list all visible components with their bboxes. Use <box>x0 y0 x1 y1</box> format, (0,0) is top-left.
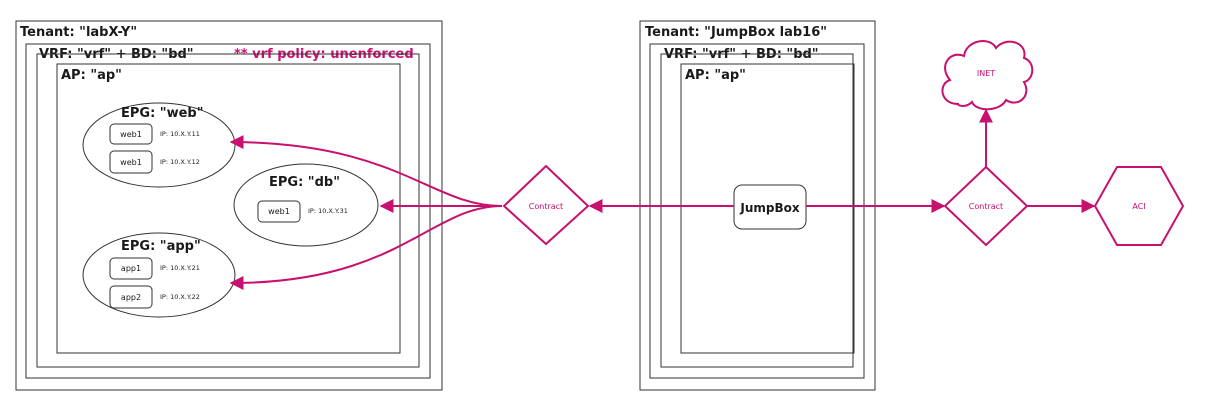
tenant-right-title: Tenant: "JumpBox lab16" <box>645 25 827 40</box>
vrf-inner-right-box <box>660 53 854 368</box>
link-contract-to-app <box>229 205 503 290</box>
node-app2-label: app2 <box>121 293 141 302</box>
epg-web-title: EPG: "web" <box>121 106 203 121</box>
node-web1-a-ip: IP: 10.X.Y.11 <box>160 130 200 138</box>
node-app1 <box>109 257 153 280</box>
node-db-web1-label: web1 <box>268 207 290 216</box>
ap-left-title: AP: "ap" <box>61 68 122 83</box>
aci-hexagon <box>1093 166 1185 246</box>
node-app2-ip: IP: 10.X.Y.22 <box>160 293 200 301</box>
node-web1-b <box>109 150 153 174</box>
ap-left-box <box>56 63 401 354</box>
epg-app-title: EPG: "app" <box>121 239 201 254</box>
tenant-left-title: Tenant: "labX-Y" <box>20 25 137 40</box>
epg-db-title: EPG: "db" <box>269 175 340 190</box>
node-app2 <box>109 285 153 309</box>
node-web1-b-label: web1 <box>120 158 142 167</box>
epg-db <box>233 163 379 247</box>
ap-right-box <box>680 63 855 354</box>
inet-label: INET <box>977 69 995 78</box>
node-app1-label: app1 <box>121 264 141 273</box>
ap-right-title: AP: "ap" <box>685 68 746 83</box>
vrf-inner-left-box <box>36 53 420 368</box>
contract-left-diamond <box>502 164 590 246</box>
node-db-web1-ip: IP: 10.X.Y.31 <box>308 207 348 215</box>
epg-app <box>82 232 236 318</box>
node-web1-a <box>109 123 153 145</box>
aci-label: ACI <box>1132 202 1145 211</box>
inet-cloud <box>941 40 1034 111</box>
vrf-left-box <box>25 43 431 379</box>
vrf-right-box <box>649 43 865 379</box>
jumpbox-label: JumpBox <box>739 201 799 215</box>
node-web1-b-ip: IP: 10.X.Y.12 <box>160 158 200 166</box>
node-db-web1 <box>257 200 301 223</box>
contract-right-diamond <box>943 165 1029 247</box>
link-contract-to-web <box>229 135 503 207</box>
node-web1-a-label: web1 <box>120 130 142 139</box>
contract-right-label: Contract <box>969 202 1003 211</box>
contract-left-label: Contract <box>529 202 563 211</box>
node-app1-ip: IP: 10.X.Y.21 <box>160 264 200 272</box>
